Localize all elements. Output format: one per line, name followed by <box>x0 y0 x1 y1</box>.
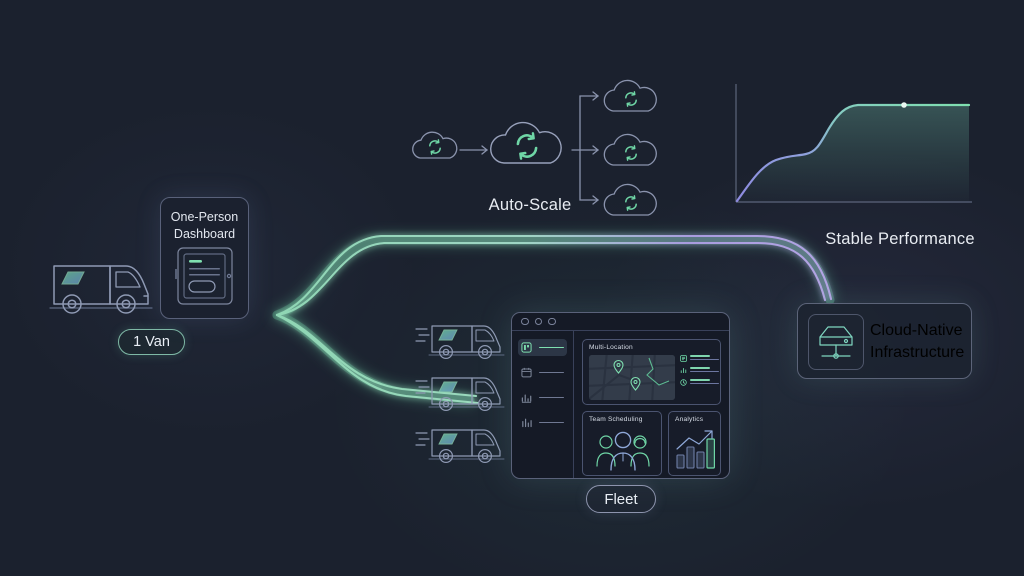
arrow-right-icon <box>459 145 489 155</box>
calendar-icon <box>521 367 532 378</box>
chart-icon <box>521 394 532 403</box>
van-count-label: 1 Van <box>133 334 170 350</box>
location-list-icon <box>680 355 687 362</box>
cloud-sync-icon <box>603 133 657 166</box>
sidebar-item-calendar[interactable] <box>518 364 567 381</box>
data-point-marker <box>901 102 907 108</box>
window-title-bar <box>512 313 729 331</box>
map-pin-icon[interactable] <box>630 376 641 391</box>
panel-multi-location-title: Multi-Location <box>589 344 633 351</box>
cloud-sync-icon <box>490 121 562 164</box>
cloud-native-infrastructure-card[interactable]: Cloud-Native Infrastructure <box>797 303 972 379</box>
team-people-icon <box>596 431 650 471</box>
server-icon-frame <box>808 314 864 370</box>
one-person-dashboard-card[interactable]: One-Person Dashboard <box>160 197 249 319</box>
sidebar-item-label <box>539 421 564 424</box>
window-dot[interactable] <box>521 317 529 326</box>
bar-chart-trend-icon <box>676 430 716 469</box>
fleet-badge: Fleet <box>586 485 656 513</box>
sidebar-item-dashboard[interactable] <box>518 339 567 356</box>
activity-icon <box>680 367 687 374</box>
window-dot[interactable] <box>548 317 556 326</box>
stable-performance-label: Stable Performance <box>825 230 975 248</box>
sidebar-item-label <box>539 346 564 349</box>
stable-performance-chart <box>735 84 972 203</box>
van-count-badge: 1 Van <box>118 329 185 355</box>
location-summary-list <box>680 355 719 400</box>
fleet-van-icons <box>415 325 505 463</box>
panel-team-scheduling-title: Team Scheduling <box>589 416 643 423</box>
auto-scale-cloud-group <box>412 79 657 216</box>
list-item <box>680 355 719 362</box>
one-person-dashboard-title: One-Person Dashboard <box>170 210 239 241</box>
delivery-van-icon <box>415 377 505 411</box>
cloud-sync-icon <box>412 131 458 159</box>
clock-icon <box>680 379 687 386</box>
dashboard-sidebar <box>512 331 574 478</box>
sidebar-item-chart[interactable] <box>518 389 567 406</box>
list-item <box>680 379 719 386</box>
panel-analytics[interactable]: Analytics <box>668 411 721 476</box>
cloud-sync-icon <box>603 183 657 216</box>
window-dot[interactable] <box>534 317 542 326</box>
dashboard-icon <box>521 342 532 353</box>
cloud-sync-icon <box>603 79 657 112</box>
auto-scale-label: Auto-Scale <box>488 196 572 214</box>
panel-team-scheduling[interactable]: Team Scheduling <box>582 411 662 476</box>
street-map <box>589 355 675 400</box>
panel-multi-location[interactable]: Multi-Location <box>582 339 721 405</box>
dashboard-main-area: Multi-Location <box>574 331 729 478</box>
fleet-badge-label: Fleet <box>604 490 638 508</box>
report-icon <box>522 418 532 428</box>
delivery-van-icon <box>49 265 153 314</box>
chart-axes <box>735 84 972 203</box>
list-item <box>680 367 719 374</box>
fleet-dashboard-window[interactable]: Multi-Location <box>511 312 730 479</box>
tablet-device-icon <box>175 247 233 305</box>
sidebar-item-label <box>539 396 564 399</box>
server-network-icon <box>819 326 853 359</box>
sidebar-item-label <box>539 371 564 374</box>
panel-analytics-title: Analytics <box>675 416 704 423</box>
sidebar-item-report[interactable] <box>518 414 567 431</box>
chart-line <box>735 103 971 203</box>
map-pin-icon[interactable] <box>613 359 624 374</box>
delivery-van-icon <box>415 325 505 359</box>
chart-area <box>737 105 969 201</box>
cloud-native-infrastructure-title: Cloud-Native Infrastructure <box>870 322 965 361</box>
delivery-van-icon <box>415 429 505 463</box>
